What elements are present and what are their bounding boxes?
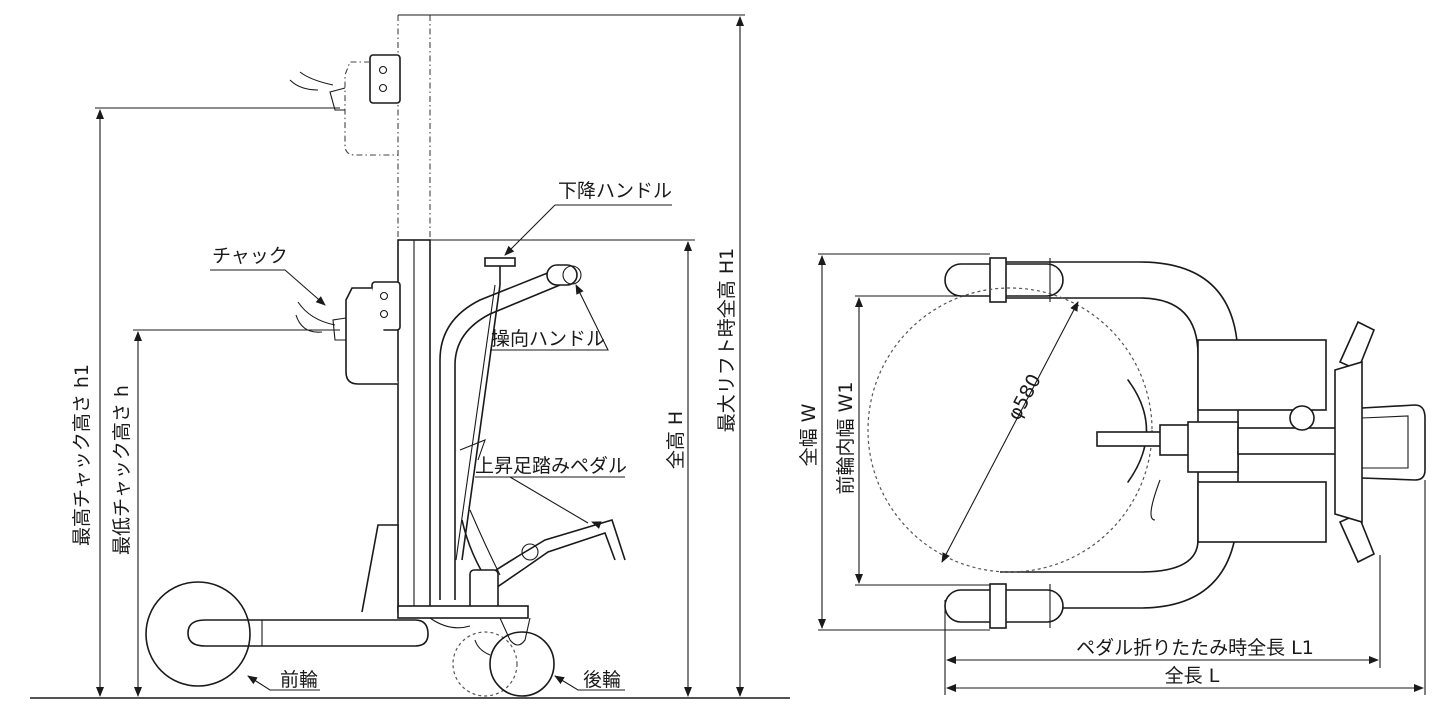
label-lift-pedal: 上昇足踏みペダル (475, 455, 627, 477)
chuck-arm-top (1096, 405, 1339, 473)
label-overall-width: 全幅 W (798, 403, 820, 466)
label-rear-wheel: 後輪 (583, 669, 621, 691)
base-frame (187, 605, 529, 647)
label-overall-length: 全長 L (1165, 665, 1220, 687)
base-brace (361, 524, 399, 613)
rear-wheel (452, 617, 555, 697)
label-drum-diameter: φ580 (1004, 370, 1046, 423)
label-chuck: チャック (212, 245, 288, 267)
label-front-wheel-inner-width: 前輪内幅 W1 (835, 382, 857, 495)
label-steering-handle: 操向ハンドル (491, 328, 605, 350)
label-max-lift-height: 最大リフト時全高 H1 (716, 248, 738, 432)
drum-outline (867, 287, 1153, 573)
lowering-handle (455, 257, 516, 561)
side-view: チャック 下降ハンドル 操向ハンドル 上昇足踏みペダル 前輪 後輪 最高チャック… (30, 14, 790, 699)
top-view: 全幅 W 前輪内幅 W1 φ580 ペダル折りたたみ時全長 L1 全長 L (798, 253, 1426, 695)
label-max-chuck-height: 最高チャック高さ h1 (71, 364, 93, 546)
label-min-chuck-height: 最低チャック高さ h (111, 385, 133, 555)
dim-drum-diameter (941, 301, 1079, 563)
label-front-wheel: 前輪 (280, 669, 318, 691)
front-wheel-left-top (944, 257, 1064, 303)
chuck (295, 281, 401, 385)
label-folded-length: ペダル折りたたみ時全長 L1 (1076, 637, 1314, 659)
label-overall-height: 全高 H (665, 411, 687, 469)
front-wheel (145, 581, 251, 687)
chuck-raised (289, 54, 401, 156)
front-wheel-right-top (944, 583, 1064, 629)
label-lowering-handle: 下降ハンドル (558, 180, 672, 202)
lift-pedal (459, 439, 626, 611)
steering-handle (439, 264, 582, 600)
